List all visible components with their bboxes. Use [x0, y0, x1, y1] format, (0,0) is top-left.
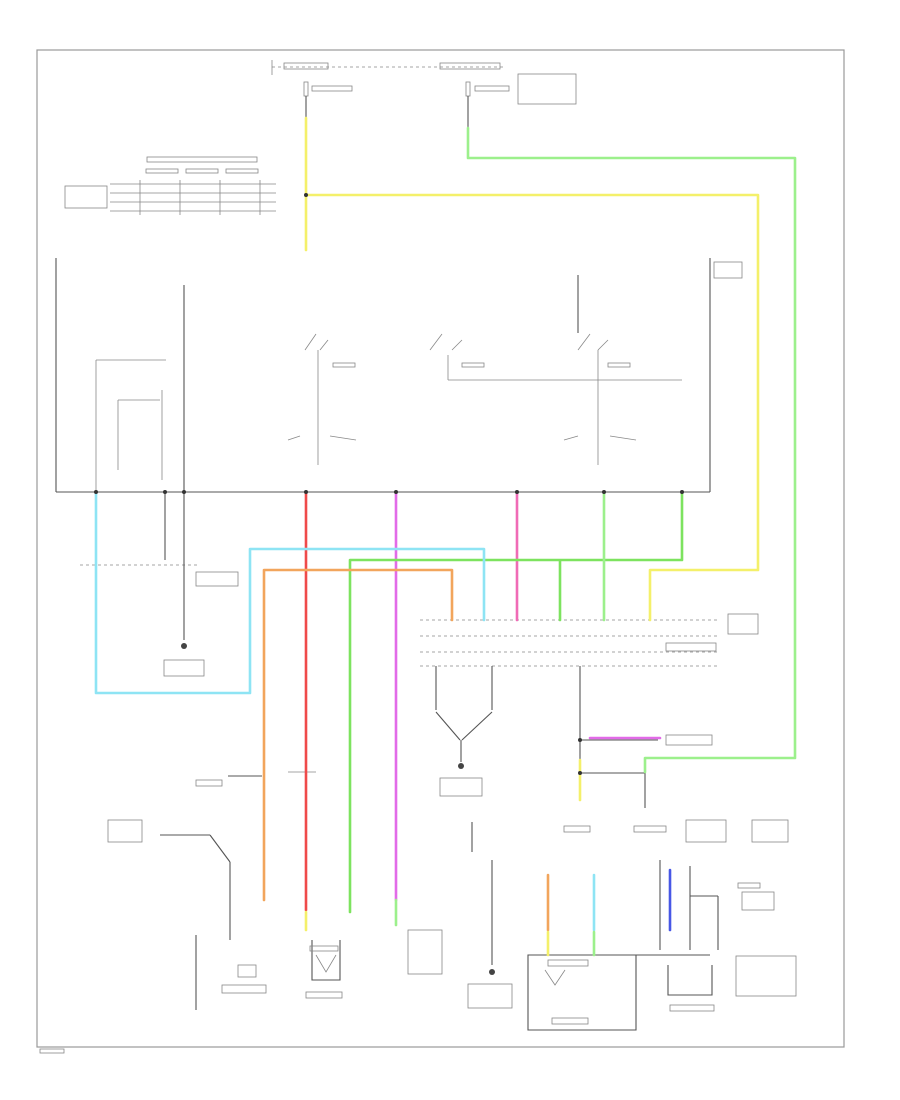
wire-harness: [94, 116, 797, 957]
wire-orange: [262, 568, 454, 902]
wire-light-green: [466, 126, 797, 774]
wire-green-trunk: [348, 490, 684, 914]
ground-left: [163, 492, 205, 677]
switch-position-table: [64, 156, 276, 215]
wire-light-blue: [94, 490, 486, 695]
wire-yellow-main: [304, 116, 760, 622]
switch-body: [55, 258, 743, 493]
switch-connector-label: [195, 571, 239, 587]
splice-points: [94, 193, 684, 775]
diagram-frame: [36, 49, 845, 1048]
fuse-block: [271, 60, 577, 128]
lower-module: [563, 666, 789, 843]
ground-center: [435, 666, 493, 852]
center-bottom-module: [305, 860, 513, 1009]
module-connector: [420, 613, 759, 667]
left-bottom-module: [107, 771, 316, 1010]
footer-mark: [39, 1048, 65, 1054]
right-bottom-module: [527, 860, 797, 1031]
